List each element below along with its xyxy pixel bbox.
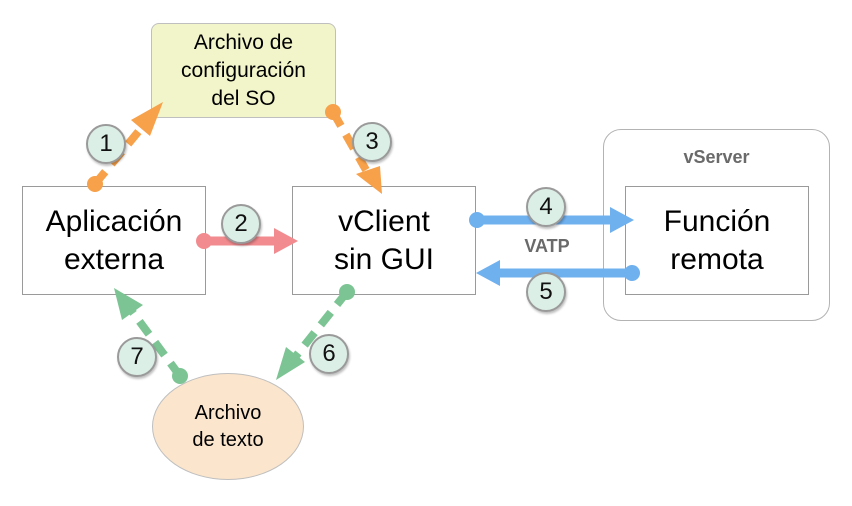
remote-function-node: Función remota xyxy=(625,186,809,295)
edge-7 xyxy=(114,288,188,384)
edge-6 xyxy=(276,284,355,380)
step-5-badge: 5 xyxy=(526,272,566,312)
step-7-badge: 7 xyxy=(117,337,157,377)
step-6-badge: 6 xyxy=(309,334,349,374)
step-1-badge: 1 xyxy=(86,124,126,164)
vserver-label: vServer xyxy=(683,147,750,167)
external-app-node: Aplicación externa xyxy=(22,186,206,295)
step-2-badge: 2 xyxy=(221,204,261,244)
config-file-node: Archivo de configuración del SO xyxy=(151,23,336,118)
step-4-badge: 4 xyxy=(526,187,566,227)
edge-5 xyxy=(476,260,640,286)
vatp-label: VATP xyxy=(524,236,570,256)
vclient-node: vClient sin GUI xyxy=(292,186,476,295)
step-3-badge: 3 xyxy=(352,122,392,162)
text-file-node: Archivo de texto xyxy=(152,373,304,480)
edge-3 xyxy=(325,104,382,194)
